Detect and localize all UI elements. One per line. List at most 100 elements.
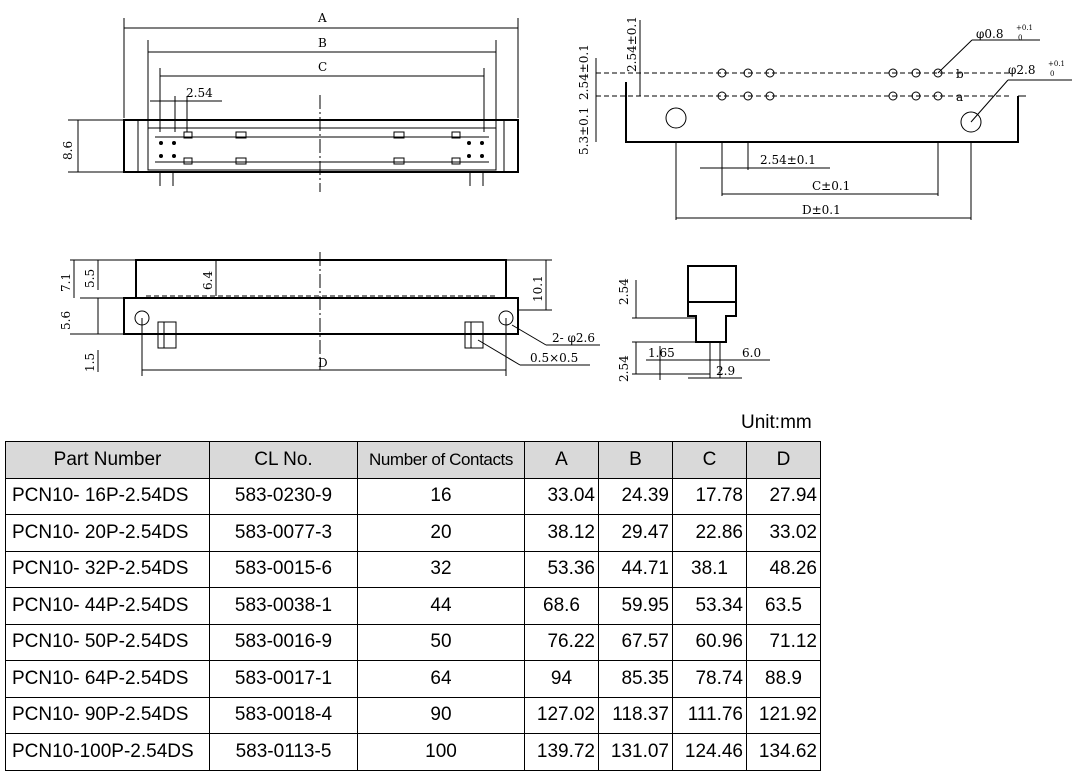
front-view: A B C 2.54 [61, 11, 519, 192]
dim-c-label: C [318, 60, 327, 74]
row-b-label: b [956, 67, 964, 81]
value-c: 60.96 [672, 623, 747, 661]
part-number: PCN10- 44P-2.54DS [5, 587, 210, 625]
cl-no: 583-0230-9 [209, 477, 358, 515]
cl-no: 583-0015-6 [209, 550, 358, 588]
value-c: 17.78 [672, 477, 747, 515]
value-b: 67.57 [598, 623, 673, 661]
height-label: 8.6 [61, 141, 75, 160]
value-b: 24.39 [598, 477, 673, 515]
contacts: 100 [357, 733, 525, 771]
header-cl-no: CL No. [209, 441, 358, 479]
dim-b-label: B [318, 36, 327, 50]
table-row: PCN10- 32P-2.54DS 583-0015-6 32 53.36 44… [5, 550, 821, 588]
value-d: 33.02 [746, 514, 821, 552]
hole-large-tol-top: +0.1 [1048, 60, 1065, 68]
dim-pitch-v2: 2.54±0.1 [577, 44, 591, 100]
unit-label: Unit:mm [741, 412, 812, 433]
value-a: 127.02 [524, 696, 599, 734]
pcb-layout: b a 2.54±0.1 2.54±0.1 5.3±0.1 φ0.8 +0.1 … [577, 16, 1072, 220]
table-header-row: Part Number CL No. Number of Contacts A … [5, 441, 821, 479]
header-d: D [746, 441, 821, 479]
cl-no: 583-0113-5 [209, 733, 358, 771]
dim-1-5: 1.5 [83, 353, 97, 372]
dim-6-4: 6.4 [201, 271, 215, 290]
contacts: 90 [357, 696, 525, 734]
value-a: 76.22 [524, 623, 599, 661]
table-row: PCN10- 64P-2.54DS 583-0017-1 64 94 85.35… [5, 660, 821, 698]
value-d: 71.12 [746, 623, 821, 661]
part-number: PCN10- 16P-2.54DS [5, 477, 210, 515]
side-w2: 6.0 [742, 346, 761, 360]
dim-a-label: A [317, 11, 327, 25]
value-d: 121.92 [746, 696, 821, 734]
value-c: 53.34 [672, 587, 747, 625]
value-d: 27.94 [746, 477, 821, 515]
dim-pitch-h: 2.54±0.1 [760, 153, 816, 167]
hole-small-tol-top: +0.1 [1016, 24, 1033, 32]
top-view: 7.1 5.5 5.6 1.5 6.4 10.1 D 2- φ2.6 0.5×0… [59, 252, 600, 376]
value-a: 33.04 [524, 477, 599, 515]
value-d: 63.5 [746, 587, 821, 625]
value-c: 78.74 [672, 660, 747, 698]
contacts: 32 [357, 550, 525, 588]
table-row: PCN10- 16P-2.54DS 583-0230-9 16 33.04 24… [5, 477, 821, 515]
value-d: 88.9 [746, 660, 821, 698]
value-d: 134.62 [746, 733, 821, 771]
contacts: 50 [357, 623, 525, 661]
hole-small-tol-bot: 0 [1018, 34, 1022, 42]
side-w3: 2.9 [716, 364, 735, 378]
hole-note: 2- φ2.6 [552, 331, 595, 345]
value-b: 29.47 [598, 514, 673, 552]
value-a: 139.72 [524, 733, 599, 771]
dim-d-tol: D±0.1 [802, 203, 841, 217]
value-a: 94 [524, 660, 599, 698]
value-c: 124.46 [672, 733, 747, 771]
dim-c-tol: C±0.1 [812, 179, 850, 193]
value-b: 131.07 [598, 733, 673, 771]
table-row: PCN10- 44P-2.54DS 583-0038-1 44 68.6 59.… [5, 587, 821, 625]
header-c: C [672, 441, 747, 479]
table-row: PCN10- 50P-2.54DS 583-0016-9 50 76.22 67… [5, 623, 821, 661]
part-number: PCN10-100P-2.54DS [5, 733, 210, 771]
cl-no: 583-0038-1 [209, 587, 358, 625]
table-row: PCN10-100P-2.54DS 583-0113-5 100 139.72 … [5, 733, 821, 771]
header-b: B [598, 441, 673, 479]
table-row: PCN10- 90P-2.54DS 583-0018-4 90 127.02 1… [5, 696, 821, 734]
dimension-table: Part Number CL No. Number of Contacts A … [5, 441, 821, 771]
contacts: 20 [357, 514, 525, 552]
dim-5-5: 5.5 [83, 269, 97, 288]
value-c: 22.86 [672, 514, 747, 552]
value-b: 59.95 [598, 587, 673, 625]
header-contacts: Number of Contacts [357, 441, 525, 479]
part-number: PCN10- 32P-2.54DS [5, 550, 210, 588]
table-row: PCN10- 20P-2.54DS 583-0077-3 20 38.12 29… [5, 514, 821, 552]
part-number: PCN10- 20P-2.54DS [5, 514, 210, 552]
value-a: 53.36 [524, 550, 599, 588]
dim-d-label: D [318, 356, 328, 370]
part-number: PCN10- 90P-2.54DS [5, 696, 210, 734]
hole-small: φ0.8 [976, 27, 1004, 41]
contacts: 44 [357, 587, 525, 625]
pitch-label: 2.54 [186, 86, 213, 100]
side-h1: 2.54 [617, 278, 631, 305]
dim-10-1: 10.1 [531, 275, 545, 302]
cl-no: 583-0018-4 [209, 696, 358, 734]
side-view: 2.54 2.54 1.65 6.0 2.9 [617, 265, 770, 382]
cl-no: 583-0077-3 [209, 514, 358, 552]
value-c: 38.1 [672, 550, 747, 588]
value-a: 38.12 [524, 514, 599, 552]
dim-7-1: 7.1 [59, 273, 73, 292]
value-b: 44.71 [598, 550, 673, 588]
contacts: 64 [357, 660, 525, 698]
technical-drawing: A B C 2.54 [59, 11, 1072, 382]
chamfer-note: 0.5×0.5 [530, 351, 578, 365]
dim-offset: 5.3±0.1 [577, 107, 591, 155]
side-w1: 1.65 [648, 346, 675, 360]
side-h2: 2.54 [617, 355, 631, 382]
header-part-number: Part Number [5, 441, 210, 479]
value-b: 118.37 [598, 696, 673, 734]
row-a-label: a [956, 90, 963, 104]
cl-no: 583-0017-1 [209, 660, 358, 698]
value-b: 85.35 [598, 660, 673, 698]
